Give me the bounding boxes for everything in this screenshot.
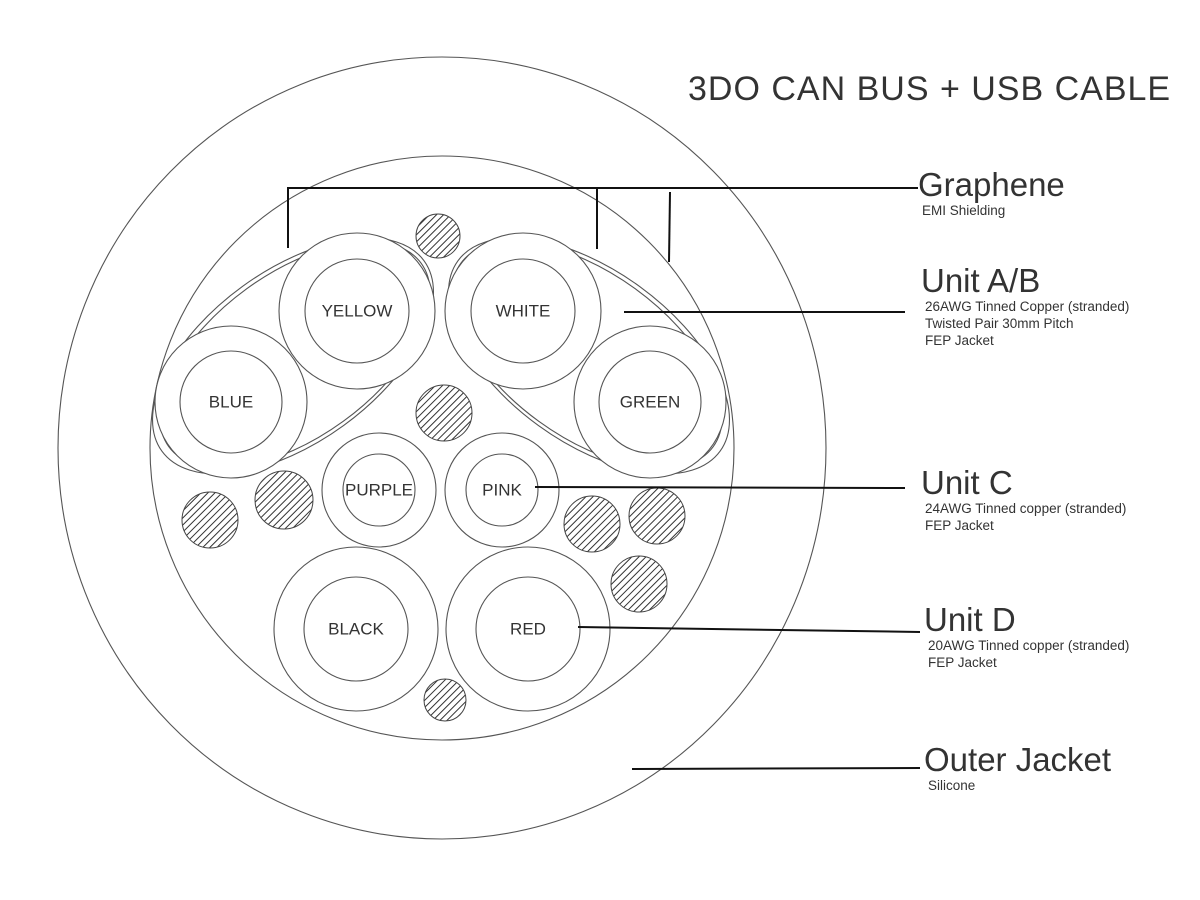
filler-strand [254,470,314,530]
callout-heading: Unit D [924,601,1016,638]
pair-ab-left-jacket-inner [159,241,431,469]
wire-conductor [179,350,283,454]
wire-conductor [342,453,416,527]
callout-detail: 24AWG Tinned copper (stranded) [925,501,1127,516]
diagram-title: 3DO CAN BUS + USB CABLE [688,70,1172,108]
callout-detail: 20AWG Tinned copper (stranded) [928,638,1130,653]
wire-label: BLUE [209,392,253,411]
unit-c-leader-line [534,486,906,489]
callout-heading: Outer Jacket [924,741,1112,778]
callout-detail: Twisted Pair 30mm Pitch [925,316,1074,331]
pair-ab-left-jacket [151,237,435,475]
wire-purple: PURPLE [321,432,437,548]
wire-black: BLACK [273,546,439,712]
wire-label: RED [510,619,546,638]
wire-conductor [303,576,409,682]
callout-detail: 26AWG Tinned Copper (stranded) [925,299,1130,314]
callout-graphene: Graphene EMI Shielding [918,168,1065,219]
filler-strand [415,213,461,259]
wire-green: GREEN [573,325,727,479]
wire-conductor [465,453,539,527]
wire-conductor [304,258,410,364]
wire-label: GREEN [620,392,680,411]
graphene-shield [149,155,735,741]
filler-strand [628,487,686,545]
filler-strand [423,678,467,722]
callout-heading: Unit C [921,464,1013,501]
graphene-leader-tick [668,191,671,263]
unit-d-leader-line [577,626,921,633]
wire-yellow: YELLOW [278,232,436,390]
pair-ab-right-jacket [447,237,731,475]
wire-conductor [598,350,702,454]
outer-jacket-leader-line [631,767,921,770]
wire-pink: PINK [444,432,560,548]
callout-unit-ab: Unit A/B 26AWG Tinned Copper (stranded) … [921,264,1129,349]
wire-red: RED [445,546,611,712]
filler-strand [563,495,621,553]
wire-label: YELLOW [322,301,393,320]
callout-heading: Graphene [918,166,1065,203]
callout-heading: Unit A/B [921,262,1041,299]
wire-label: PINK [482,480,522,499]
wire-label: PURPLE [345,480,413,499]
callout-detail: FEP Jacket [925,518,994,533]
callout-detail: FEP Jacket [925,333,994,348]
callout-detail: Silicone [928,778,976,793]
filler-strand [415,384,473,442]
callout-unit-c: Unit C 24AWG Tinned copper (stranded) FE… [921,466,1126,534]
callout-detail: EMI Shielding [922,203,1006,218]
filler-strand [181,491,239,549]
wire-white: WHITE [444,232,602,390]
filler-strand [610,555,668,613]
wire-conductor [470,258,576,364]
graphene-leader-line [287,187,918,248]
outer-jacket [57,56,827,840]
wire-conductor [475,576,581,682]
callout-unit-d: Unit D 20AWG Tinned copper (stranded) FE… [924,603,1129,671]
wire-blue: BLUE [154,325,308,479]
callout-detail: FEP Jacket [928,655,997,670]
wire-label: WHITE [496,301,551,320]
callout-outer-jacket: Outer Jacket Silicone [924,743,1111,794]
wire-label: BLACK [328,619,384,638]
